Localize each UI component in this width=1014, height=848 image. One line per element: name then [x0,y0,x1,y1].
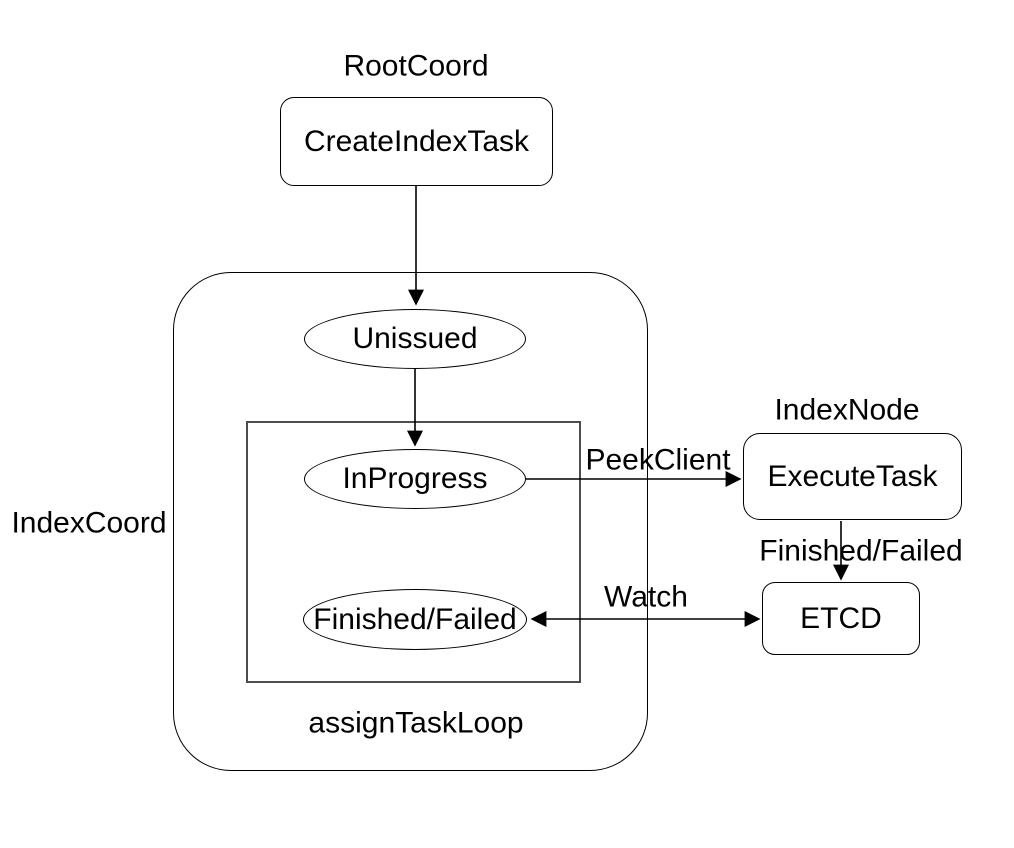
assign-task-loop-label: assignTaskLoop [308,706,524,740]
index-coord-label: IndexCoord [11,506,167,540]
node-in-progress: InProgress [304,449,526,509]
node-execute-task: ExecuteTask [743,433,962,520]
index-coord-container [173,272,648,771]
node-in-progress-label: InProgress [342,462,488,495]
node-create-index-task: CreateIndexTask [280,97,553,186]
node-create-index-task-label: CreateIndexTask [303,124,530,158]
node-execute-task-label: ExecuteTask [767,459,938,493]
node-unissued: Unissued [304,309,526,369]
assign-task-loop-container [246,421,581,683]
node-etcd-label: ETCD [800,601,882,635]
node-etcd: ETCD [762,582,920,655]
node-finished-failed-label: Finished/Failed [313,602,517,636]
node-unissued-label: Unissued [352,322,478,355]
edge-label-finished-failed: Finished/Failed [759,534,963,568]
edge-label-peek-client: PeekClient [585,443,731,477]
root-coord-label: RootCoord [343,49,489,83]
node-finished-failed: Finished/Failed [303,589,527,650]
index-node-label: IndexNode [774,393,920,427]
edge-label-watch: Watch [604,580,688,614]
